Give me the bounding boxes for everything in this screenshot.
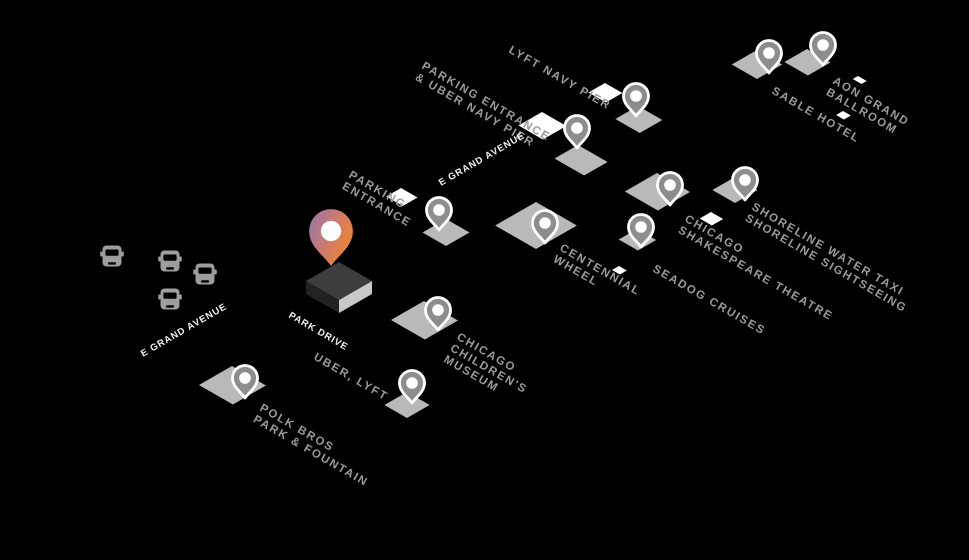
ground-patch-uber-navy-pier: [554, 145, 608, 176]
road-label-e-grand-avenue-ne: E GRAND AVENUE: [437, 130, 527, 188]
map-pin-centennial-wheel[interactable]: [531, 209, 559, 245]
road-label-park-drive: PARK DRIVE: [287, 310, 350, 353]
highlight-box-right-face: [339, 281, 372, 313]
highlight-box-left-face: [306, 281, 339, 313]
poi-label-chicago-childrens-museum: CHICAGOCHILDREN'SMUSEUM: [442, 331, 536, 407]
sign-centennial: [612, 266, 627, 275]
vehicle-icon: [158, 288, 182, 310]
ground-patch-aon-grand-ballroom: [784, 49, 831, 76]
poi-label-uber-lyft: UBER, LYFT: [312, 351, 390, 403]
poi-label-parking-entrance-uber-navy-pier: PARKING ENTRANCE& UBER NAVY PIER: [413, 60, 552, 155]
poi-label-shoreline-water-taxi-sightseeing: SHORELINE WATER TAXISHORELINE SIGHTSEEIN…: [743, 201, 915, 315]
vehicle-icon: [158, 250, 182, 272]
road-label-e-grand-avenue-w: E GRAND AVENUE: [139, 301, 229, 359]
map-pin-lyft-navy-pier[interactable]: [622, 82, 650, 118]
sign-ballroom: [852, 76, 867, 84]
map-pin-aon-grand-ballroom[interactable]: [809, 31, 837, 67]
ground-patch-chicago-childrens-museum: [390, 301, 458, 340]
vehicle-icon: [100, 245, 124, 267]
map-pin-polk-bros-park[interactable]: [231, 364, 259, 400]
poi-label-lyft-navy-pier: LYFT NAVY PIER: [507, 44, 613, 112]
map-pin-chicago-shakespeare-theatre[interactable]: [656, 171, 684, 207]
map-pin-chicago-childrens-museum[interactable]: [424, 296, 452, 332]
highlight-box-top-face: [306, 262, 372, 300]
sign-hotel: [836, 111, 851, 120]
ground-patch-uber-lyft: [384, 392, 430, 418]
sign-parking: [386, 188, 418, 206]
poi-label-centennial-wheel: CENTENNIALWHEEL: [551, 242, 642, 309]
map-pin-sable-hotel[interactable]: [755, 39, 783, 75]
map-pin-shoreline[interactable]: [731, 166, 759, 202]
sign-uber-navy: [518, 112, 567, 140]
ground-patch-lyft-navy-pier: [615, 106, 663, 133]
map-pin-uber-lyft[interactable]: [398, 369, 426, 405]
highlighted-location-marker[interactable]: [309, 209, 353, 266]
map-pin-parking-entrance[interactable]: [425, 196, 453, 232]
sign-shakespeare: [699, 212, 724, 226]
map-pin-seadog-cruises[interactable]: [627, 213, 655, 249]
poi-label-polk-bros-park-fountain: POLK BROSPARK & FOUNTAIN: [251, 402, 377, 489]
map-pin-uber-navy-pier[interactable]: [563, 114, 591, 150]
sign-lyft: [588, 83, 623, 103]
vehicle-icon: [193, 263, 217, 285]
